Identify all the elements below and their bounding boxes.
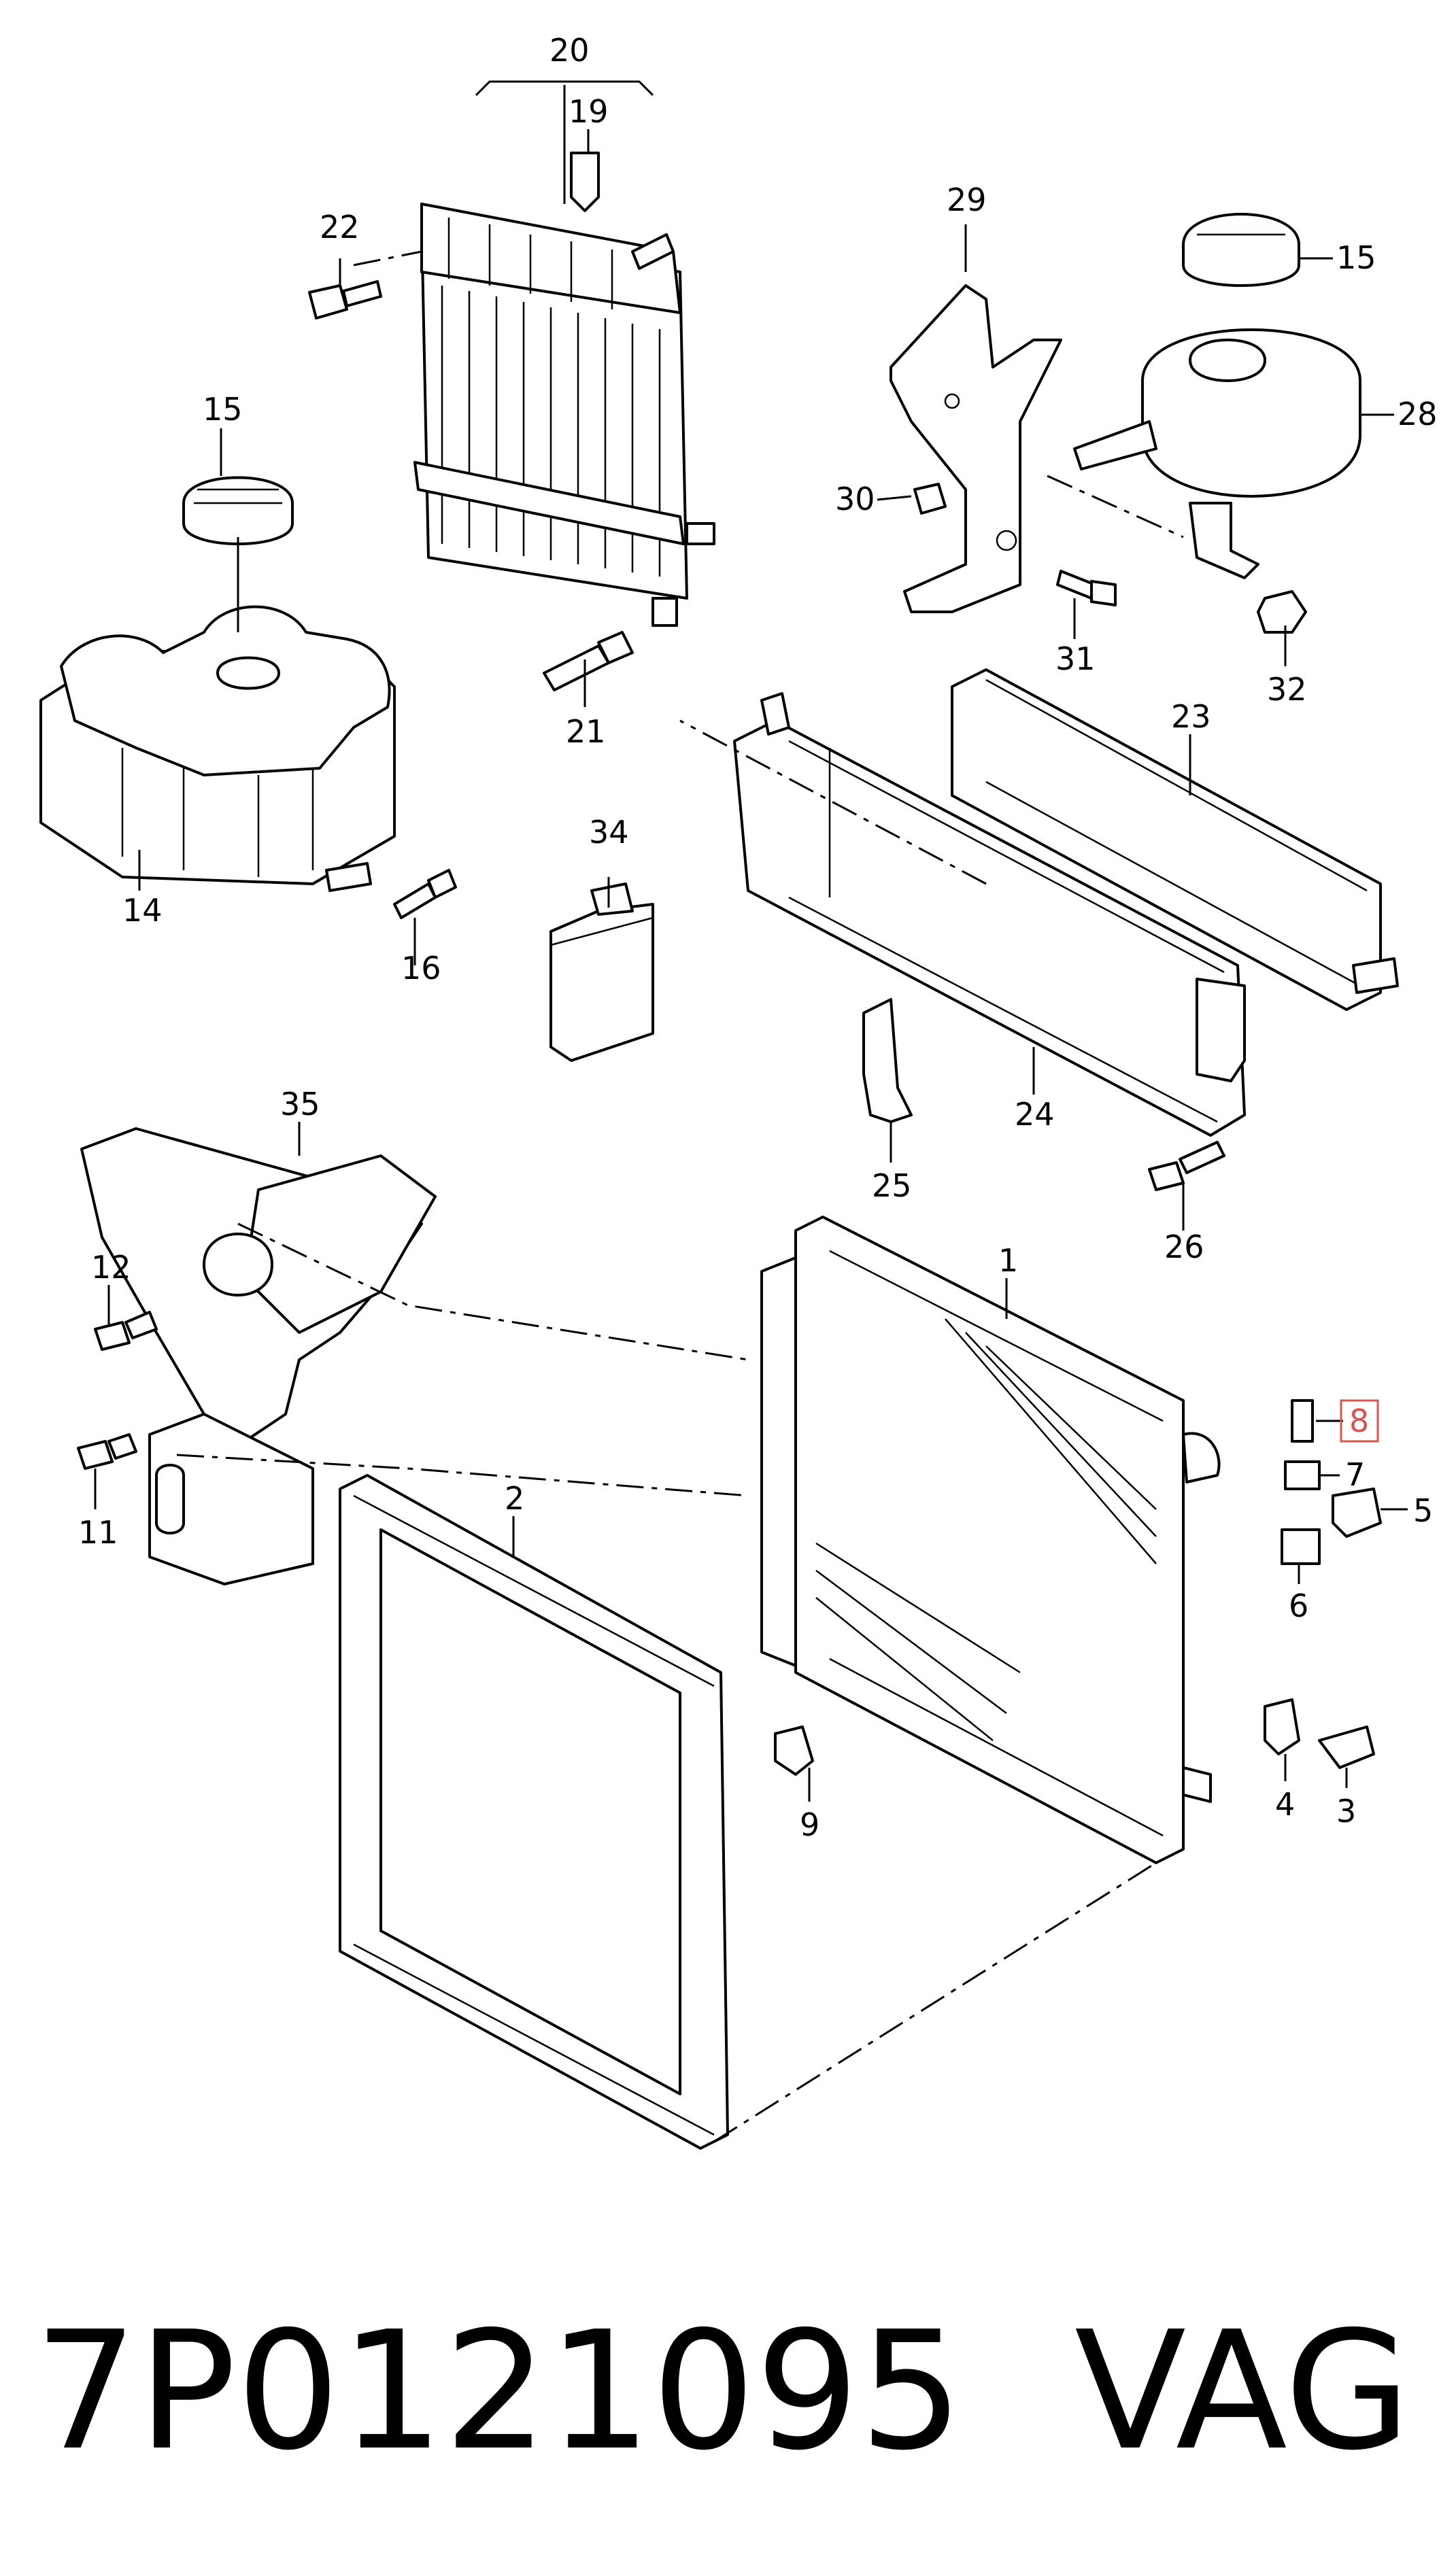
- callout-29: 29: [947, 182, 987, 218]
- callout-21: 21: [566, 713, 606, 750]
- callout-15-left: 15: [203, 391, 243, 428]
- bolt-26: [1148, 1141, 1225, 1191]
- bracket-29: [890, 284, 1062, 613]
- callout-23: 23: [1171, 698, 1211, 735]
- callout-19: 19: [569, 93, 609, 130]
- callout-31: 31: [1055, 640, 1096, 677]
- leader-lines: [94, 80, 1408, 1802]
- holder-4: [1264, 1698, 1300, 1755]
- screw-31: [1056, 570, 1117, 606]
- callout-26: 26: [1164, 1229, 1204, 1265]
- nut-32: [1257, 590, 1307, 634]
- cooler-24: [733, 692, 1246, 1137]
- callout-9: 9: [800, 1806, 819, 1843]
- part-number: 7P0121095: [34, 2296, 963, 2486]
- callout-6: 6: [1289, 1587, 1308, 1624]
- tank-28: [1073, 328, 1361, 579]
- callout-30: 30: [835, 481, 875, 517]
- callout-32: 32: [1267, 671, 1307, 708]
- main-radiator-1: [760, 1216, 1221, 1864]
- callout-1: 1: [998, 1242, 1018, 1279]
- callout-16: 16: [401, 950, 441, 986]
- holder-3: [1318, 1725, 1375, 1769]
- auxiliary-radiator: [413, 203, 715, 627]
- callout-12: 12: [91, 1249, 131, 1286]
- callout-14: 14: [122, 892, 163, 929]
- callout-2: 2: [505, 1480, 524, 1517]
- callout-8: 8: [1349, 1403, 1369, 1439]
- callout-25: 25: [872, 1167, 912, 1204]
- expansion-tank-14: [39, 605, 396, 892]
- filler-cap-15-left: [182, 476, 294, 545]
- callout-34: 34: [589, 814, 629, 851]
- bush-7: [1284, 1460, 1321, 1490]
- callout-35: 35: [280, 1086, 320, 1122]
- clip-30: [913, 483, 947, 515]
- container-34: [549, 882, 654, 1062]
- bolt-21: [543, 631, 634, 691]
- clip-9: [774, 1725, 814, 1776]
- clip-19: [570, 152, 600, 212]
- callout-24: 24: [1015, 1096, 1055, 1133]
- callout-4: 4: [1275, 1786, 1295, 1823]
- bracket-25: [862, 998, 913, 1123]
- callout-20: 20: [549, 32, 590, 69]
- callout-15-right: 15: [1336, 239, 1376, 276]
- callout-11: 11: [78, 1514, 118, 1551]
- cooler-23: [951, 668, 1399, 1011]
- assembly-dash-lines: [176, 250, 1184, 2143]
- bush-6: [1281, 1528, 1321, 1565]
- callout-7: 7: [1345, 1456, 1365, 1493]
- highlight-box-8: [1340, 1399, 1379, 1443]
- bolt-12: [94, 1311, 158, 1351]
- air-guide-frame-2: [339, 1474, 729, 2150]
- bolt-16: [393, 869, 457, 919]
- callout-5: 5: [1413, 1492, 1433, 1529]
- bolt-11: [77, 1433, 137, 1470]
- callout-3: 3: [1336, 1793, 1356, 1830]
- filler-cap-15-right: [1182, 213, 1300, 287]
- holder-5: [1332, 1488, 1382, 1538]
- brand-label: VAG: [1074, 2296, 1411, 2486]
- sleeve-8: [1291, 1399, 1314, 1443]
- callout-28: 28: [1398, 396, 1438, 432]
- callout-labels: 20 19 22 15 21 14 16 34 29 15 28 30 31 3…: [78, 32, 1438, 1843]
- callout-22: 22: [320, 209, 360, 245]
- bolt-22: [308, 280, 382, 320]
